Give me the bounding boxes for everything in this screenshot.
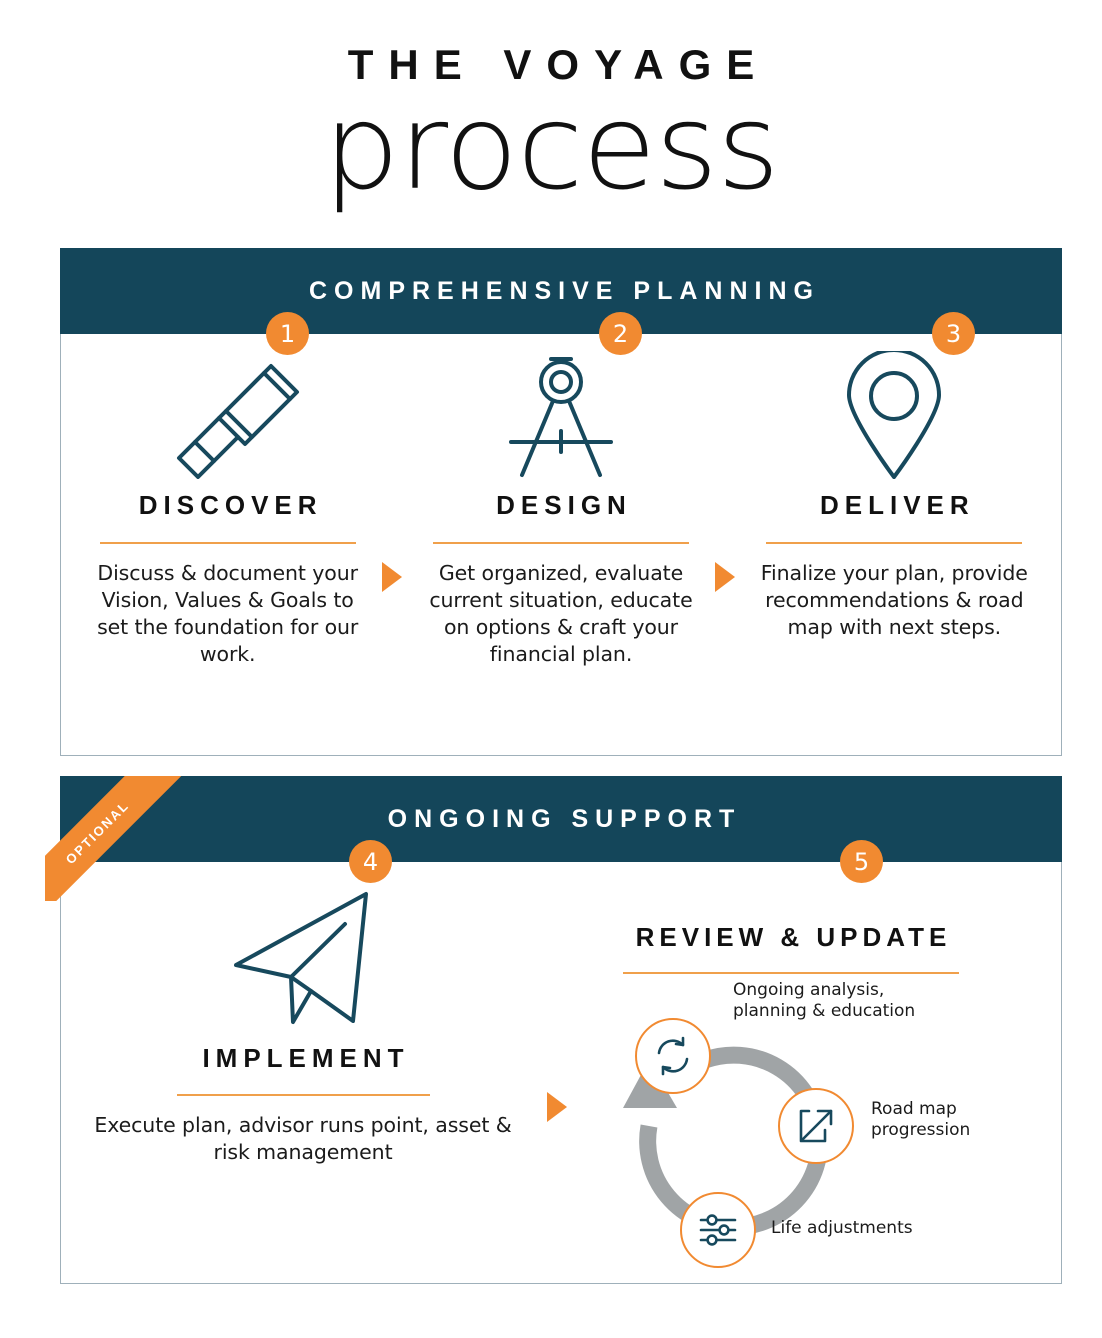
cycle-label-ongoing-analysis: Ongoing analysis, planning & education	[733, 980, 916, 1022]
flow-arrow-1	[382, 562, 402, 592]
section-comprehensive-planning: COMPREHENSIVE PLANNING 1 2 3 DISCOVER	[60, 248, 1062, 756]
flow-arrow-3	[547, 1092, 567, 1122]
step-title-review-update: REVIEW & UPDATE	[635, 922, 952, 952]
band-title-ongoing: ONGOING SUPPORT	[387, 804, 742, 833]
step-title-discover: DISCOVER	[138, 490, 323, 520]
planning-columns: DISCOVER Discuss & document your Vision,…	[61, 334, 1061, 754]
cycle-label-life-adjustments: Life adjustments	[771, 1218, 913, 1238]
title-main: process	[323, 78, 779, 216]
cycle-node-road-map-progression	[778, 1088, 854, 1164]
step-card-design: DESIGN Get organized, evaluate current s…	[394, 334, 727, 754]
map-pin-icon	[824, 340, 964, 490]
drafting-compass-icon	[491, 340, 631, 490]
step-number-4: 4	[349, 840, 392, 883]
title-eyebrow: THE VOYAGE	[347, 41, 770, 88]
step-number-2: 2	[599, 312, 642, 355]
step-number-3: 3	[932, 312, 975, 355]
step-title-design: DESIGN	[496, 490, 632, 520]
step-card-implement: IMPLEMENT Execute plan, advisor runs poi…	[83, 862, 523, 1166]
telescope-icon	[153, 340, 303, 490]
step-body-implement: Execute plan, advisor runs point, asset …	[94, 1113, 512, 1164]
band-title-planning: COMPREHENSIVE PLANNING	[309, 276, 820, 305]
cycle-label-road-map-progression: Road map progression	[871, 1099, 971, 1141]
step-card-discover: DISCOVER Discuss & document your Vision,…	[61, 334, 394, 754]
divider-implement	[176, 1094, 430, 1096]
divider-deliver	[766, 542, 1023, 544]
sliders-icon	[699, 1214, 737, 1246]
flow-arrow-2	[715, 562, 735, 592]
step-number-5: 5	[840, 840, 883, 883]
growth-arrow-icon	[799, 1109, 833, 1143]
cycle-node-life-adjustments	[680, 1192, 756, 1268]
step-card-review-update: REVIEW & UPDATE	[621, 922, 1041, 1268]
refresh-icon	[657, 1036, 689, 1076]
page-title: THE VOYAGE process	[0, 0, 1102, 206]
divider-discover	[99, 542, 356, 544]
step-title-implement: IMPLEMENT	[202, 1043, 410, 1073]
cycle-diagram: Ongoing analysis, planning & education R…	[621, 980, 1041, 1268]
section-ongoing-support: ONGOING SUPPORT OPTIONAL 4 5 IMPLEMENT	[45, 776, 1062, 1284]
divider-review-update	[623, 972, 959, 974]
step-body-design: Get organized, evaluate current situatio…	[429, 561, 693, 666]
step-title-deliver: DELIVER	[819, 490, 975, 520]
section-band-ongoing: ONGOING SUPPORT	[60, 776, 1062, 862]
step-number-1: 1	[266, 312, 309, 355]
section-band-planning: COMPREHENSIVE PLANNING	[60, 248, 1062, 334]
cycle-node-ongoing-analysis	[635, 1018, 711, 1094]
step-body-discover: Discuss & document your Vision, Values &…	[97, 561, 359, 666]
ongoing-columns: IMPLEMENT Execute plan, advisor runs poi…	[61, 862, 1061, 1282]
divider-design	[432, 542, 689, 544]
paper-plane-icon	[223, 868, 383, 1043]
step-card-deliver: DELIVER Finalize your plan, provide reco…	[728, 334, 1061, 754]
step-body-deliver: Finalize your plan, provide recommendati…	[760, 561, 1028, 639]
